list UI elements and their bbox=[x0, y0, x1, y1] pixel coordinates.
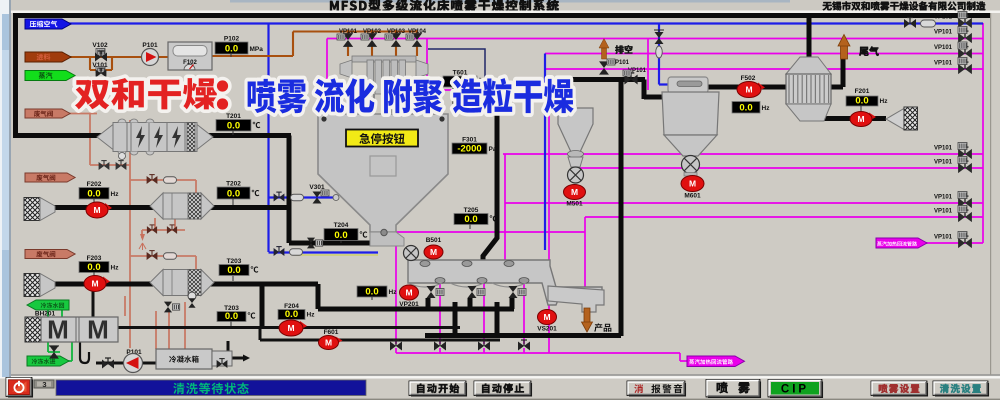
svg-text:0.0: 0.0 bbox=[334, 230, 347, 241]
svg-text:Hz: Hz bbox=[111, 265, 120, 272]
svg-text:P101: P101 bbox=[142, 42, 158, 49]
svg-text:M: M bbox=[405, 288, 412, 298]
svg-text:M501: M501 bbox=[566, 201, 583, 208]
svg-text:BH201: BH201 bbox=[35, 311, 56, 318]
svg-text:CIP: CIP bbox=[781, 384, 809, 396]
svg-text:M: M bbox=[47, 315, 69, 345]
svg-text:F502: F502 bbox=[741, 75, 756, 82]
svg-text:T601: T601 bbox=[453, 70, 468, 77]
svg-text:P102: P102 bbox=[224, 36, 240, 43]
svg-text:T204: T204 bbox=[334, 222, 349, 229]
svg-text:VP101: VP101 bbox=[934, 235, 953, 241]
svg-text:M: M bbox=[91, 279, 98, 289]
svg-text:0.0: 0.0 bbox=[225, 44, 238, 55]
svg-text:M: M bbox=[857, 114, 864, 124]
svg-text:T201: T201 bbox=[226, 113, 241, 120]
svg-text:M: M bbox=[87, 315, 109, 345]
svg-text:M: M bbox=[689, 179, 696, 189]
svg-text:0.0: 0.0 bbox=[285, 309, 298, 320]
svg-text:Pa: Pa bbox=[489, 146, 497, 153]
svg-text:VP101: VP101 bbox=[611, 60, 630, 66]
svg-text:VP104: VP104 bbox=[408, 29, 427, 35]
svg-text:M601: M601 bbox=[684, 193, 701, 200]
svg-text:VP201: VP201 bbox=[399, 301, 419, 308]
svg-text:Hz: Hz bbox=[111, 191, 120, 198]
svg-text:0.0: 0.0 bbox=[87, 189, 100, 200]
svg-text:MPa: MPa bbox=[250, 46, 264, 53]
svg-text:VP101: VP101 bbox=[934, 209, 953, 215]
svg-text:M: M bbox=[543, 312, 550, 322]
svg-text:0.0: 0.0 bbox=[227, 265, 240, 276]
svg-text:F301: F301 bbox=[462, 137, 477, 144]
svg-text:F203: F203 bbox=[87, 255, 102, 262]
svg-text:M: M bbox=[745, 85, 752, 95]
svg-text:0.0: 0.0 bbox=[739, 103, 752, 114]
svg-text:VP101: VP101 bbox=[934, 195, 953, 201]
svg-text:3: 3 bbox=[42, 380, 46, 389]
svg-text:M: M bbox=[325, 338, 332, 348]
svg-text:VP102: VP102 bbox=[363, 29, 382, 35]
svg-text:T203: T203 bbox=[224, 305, 239, 312]
svg-text:VP101: VP101 bbox=[934, 160, 953, 166]
svg-text:F202: F202 bbox=[87, 181, 102, 188]
svg-text:VS201: VS201 bbox=[537, 326, 557, 333]
svg-text:V101: V101 bbox=[92, 62, 108, 69]
svg-text:VP101: VP101 bbox=[934, 146, 953, 152]
svg-text:0.0: 0.0 bbox=[365, 287, 378, 298]
svg-text:VP101: VP101 bbox=[934, 61, 953, 67]
svg-text:M: M bbox=[430, 247, 437, 257]
svg-text:VP101: VP101 bbox=[628, 68, 647, 74]
svg-text:VP101: VP101 bbox=[934, 45, 953, 51]
svg-text:F601: F601 bbox=[324, 329, 339, 336]
svg-text:F204: F204 bbox=[284, 303, 299, 310]
svg-text:0.0: 0.0 bbox=[227, 121, 240, 132]
svg-text:T202: T202 bbox=[226, 181, 241, 188]
svg-text:VP101: VP101 bbox=[934, 15, 953, 21]
svg-text:0.0: 0.0 bbox=[225, 311, 238, 322]
svg-text:0.0: 0.0 bbox=[464, 214, 477, 225]
svg-text:M: M bbox=[571, 187, 578, 197]
svg-text:0.0: 0.0 bbox=[87, 262, 100, 273]
svg-text:B501: B501 bbox=[426, 237, 442, 244]
svg-text:P101: P101 bbox=[126, 349, 142, 356]
svg-text:M: M bbox=[93, 205, 100, 215]
svg-text:VP101: VP101 bbox=[934, 30, 953, 36]
svg-text:M: M bbox=[287, 323, 294, 333]
svg-text:-2000: -2000 bbox=[457, 144, 481, 155]
svg-text:0.0: 0.0 bbox=[227, 189, 240, 200]
svg-text:T203: T203 bbox=[227, 258, 242, 265]
svg-text:VP101: VP101 bbox=[339, 29, 358, 35]
svg-text:F201: F201 bbox=[855, 88, 870, 95]
svg-text:0.0: 0.0 bbox=[855, 96, 868, 107]
svg-text:V102: V102 bbox=[92, 42, 108, 49]
svg-text:VP103: VP103 bbox=[387, 29, 406, 35]
svg-text:Hz: Hz bbox=[880, 98, 889, 105]
svg-text:Hz: Hz bbox=[389, 289, 398, 296]
svg-text:F102: F102 bbox=[183, 60, 197, 66]
svg-text:T205: T205 bbox=[464, 207, 479, 214]
svg-text:Hz: Hz bbox=[762, 105, 771, 112]
svg-text:V301: V301 bbox=[309, 184, 325, 191]
svg-text:Hz: Hz bbox=[307, 312, 316, 319]
